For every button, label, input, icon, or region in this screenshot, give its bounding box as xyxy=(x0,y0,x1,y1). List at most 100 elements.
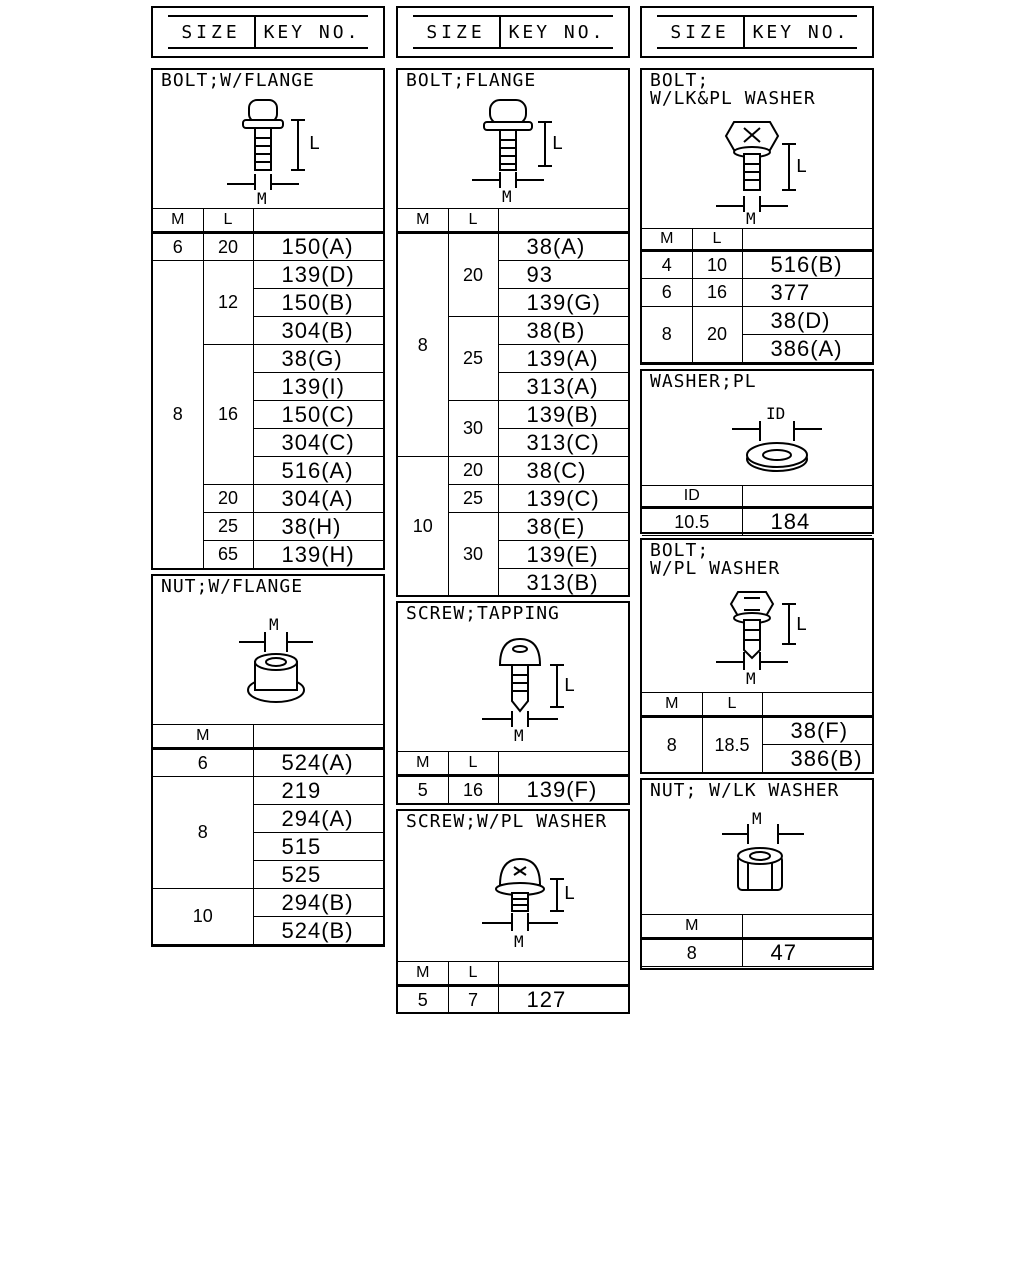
cell-key: 313(A) xyxy=(497,372,628,401)
flange-nut-illustration: M xyxy=(239,615,313,703)
cell-key: 139(D) xyxy=(252,260,383,289)
col-l-header: L xyxy=(447,208,499,234)
cell-m: 6 xyxy=(153,748,254,777)
col-m-header: M xyxy=(398,208,449,234)
cell-key: 377 xyxy=(741,278,872,307)
cell-l: 20 xyxy=(447,232,499,317)
panel-title: BOLT; W/LK&PL WASHER xyxy=(650,70,816,109)
cell-l: 7 xyxy=(447,985,499,1014)
key-no-label: KEY NO. xyxy=(508,21,606,43)
key-no-label: KEY NO. xyxy=(263,21,361,43)
cell-key: 38(H) xyxy=(252,512,383,541)
cell-key: 139(E) xyxy=(497,540,628,569)
cell-key: 150(A) xyxy=(252,232,383,261)
col-m-header: M xyxy=(398,751,449,777)
cell-key: 150(C) xyxy=(252,400,383,429)
cell-key: 38(G) xyxy=(252,344,383,373)
col-l-header: L xyxy=(447,751,499,777)
cell-m: 10 xyxy=(153,888,254,945)
cell-key: 47 xyxy=(741,938,872,967)
svg-text:M: M xyxy=(746,669,756,688)
col-l-header: L xyxy=(701,692,763,718)
cell-m: 8 xyxy=(153,776,254,889)
cell-key: 313(B) xyxy=(497,568,628,597)
cell-key: 516(A) xyxy=(252,456,383,485)
panel-title: WASHER;PL xyxy=(650,371,757,392)
cell-l: 25 xyxy=(447,484,499,513)
cell-key: 525 xyxy=(252,860,383,889)
panel-title: BOLT; W/PL WASHER xyxy=(650,540,781,579)
svg-text:L: L xyxy=(564,675,575,696)
cell-key: 150(B) xyxy=(252,288,383,317)
col-l-header: L xyxy=(202,208,254,234)
panel-title: NUT;W/FLANGE xyxy=(161,576,304,597)
cell-key: 38(E) xyxy=(497,512,628,541)
cell-key: 139(C) xyxy=(497,484,628,513)
col-l-header: L xyxy=(447,961,499,987)
svg-text:M: M xyxy=(514,932,524,951)
cell-key: 304(B) xyxy=(252,316,383,345)
svg-text:M: M xyxy=(502,187,512,204)
cell-m: 8 xyxy=(642,716,703,773)
svg-text:M: M xyxy=(269,615,279,634)
cell-l: 16 xyxy=(691,278,743,307)
panel-title: SCREW;TAPPING xyxy=(406,603,560,624)
cell-key: 524(B) xyxy=(252,916,383,945)
cell-l: 65 xyxy=(202,540,254,569)
cell-m: 6 xyxy=(642,278,693,307)
svg-text:L: L xyxy=(309,133,320,154)
panel-title: BOLT;FLANGE xyxy=(406,70,537,91)
size-label: SIZE xyxy=(168,17,256,47)
panel-title: SCREW;W/PL WASHER xyxy=(406,811,608,832)
cell-key: 304(A) xyxy=(252,484,383,513)
cell-key: 139(G) xyxy=(497,288,628,317)
cell-key: 184 xyxy=(741,507,872,536)
cell-m: 10 xyxy=(398,456,449,597)
cell-key: 139(F) xyxy=(497,775,628,804)
col-l-header: L xyxy=(691,228,743,252)
plain-washer-bolt-illustration: L M xyxy=(716,591,807,688)
cell-key: 294(B) xyxy=(252,888,383,917)
cell-m: 6 xyxy=(153,232,204,261)
col-m-header: M xyxy=(398,961,449,987)
cell-key: 294(A) xyxy=(252,804,383,833)
svg-text:M: M xyxy=(257,189,267,204)
cell-key: 38(D) xyxy=(741,306,872,335)
cell-key: 524(A) xyxy=(252,748,383,777)
col-id-header: ID xyxy=(642,485,743,509)
cell-key: 304(C) xyxy=(252,428,383,457)
cell-key: 386(B) xyxy=(761,744,872,773)
panel-title: BOLT;W/FLANGE xyxy=(161,70,315,91)
cell-l: 25 xyxy=(202,512,254,541)
col-m-header: M xyxy=(153,724,254,750)
cell-l: 30 xyxy=(447,512,499,597)
svg-text:M: M xyxy=(752,810,762,828)
cell-l: 20 xyxy=(202,232,254,261)
cell-key: 219 xyxy=(252,776,383,805)
cell-m: 8 xyxy=(153,260,204,569)
cell-key: 516(B) xyxy=(741,250,872,279)
cell-l: 30 xyxy=(447,400,499,457)
flange-bolt-illustration: L M xyxy=(227,99,320,204)
svg-text:L: L xyxy=(552,133,563,154)
tapping-screw-illustration: L M xyxy=(482,637,575,745)
cell-key: 139(A) xyxy=(497,344,628,373)
lock-washer-nut-illustration: M xyxy=(722,810,804,891)
washer-screw-illustration: L M xyxy=(482,857,575,951)
lock-washer-bolt-illustration: L M xyxy=(716,121,807,226)
cell-l: 25 xyxy=(447,316,499,401)
cell-key: 515 xyxy=(252,832,383,861)
svg-text:M: M xyxy=(746,209,756,226)
col-m-header: M xyxy=(153,208,204,234)
